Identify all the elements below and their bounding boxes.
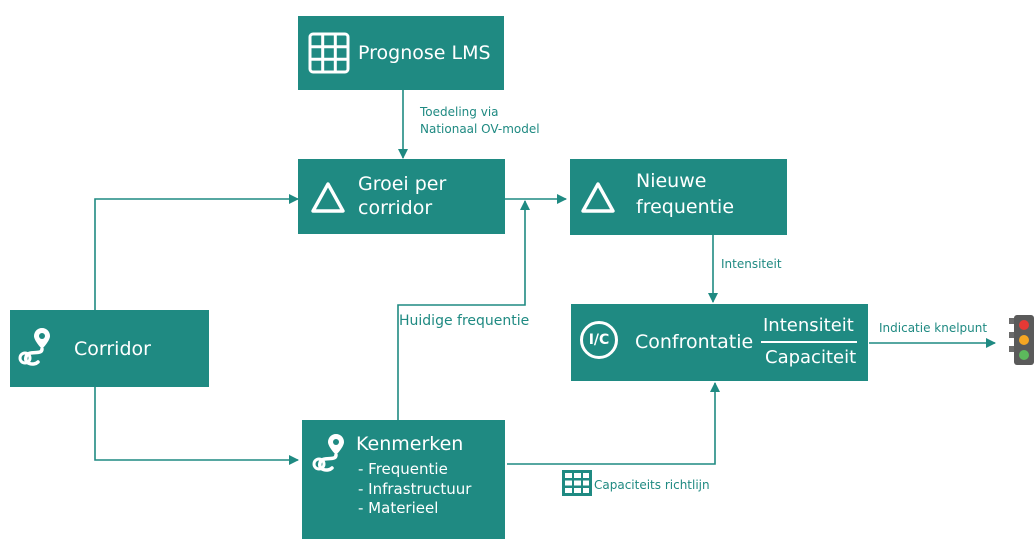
- grid-table-icon: [308, 32, 350, 74]
- triangle-delta-icon: [311, 182, 345, 213]
- traffic-light-icon: [1009, 315, 1034, 365]
- fraction-bar: [761, 341, 857, 343]
- edge-label-huidige-frequentie: Huidige frequentie: [399, 313, 530, 329]
- node-label-line2: frequentie: [636, 196, 735, 218]
- node-label-line1: Groei per: [358, 173, 447, 195]
- node-label: Prognose LMS: [358, 42, 491, 64]
- edge-label-intensiteit: Intensiteit: [721, 257, 782, 271]
- node-label: Corridor: [74, 338, 151, 360]
- i-c-badge-icon: I/C: [580, 321, 618, 359]
- edge-label-toedeling-1: Toedeling via: [420, 105, 499, 119]
- list-item: - Materieel: [358, 499, 439, 517]
- location-route-icon: [18, 328, 50, 366]
- edge-label-toedeling-2: Nationaal OV-model: [420, 122, 540, 136]
- location-route-icon: [312, 434, 344, 472]
- node-confrontatie: I/C Confrontatie Intensiteit Capaciteit: [571, 304, 868, 381]
- node-label-line2: corridor: [358, 197, 433, 219]
- node-groei-per-corridor: Groei per corridor: [298, 159, 505, 234]
- node-prognose-lms: Prognose LMS: [298, 16, 504, 90]
- node-corridor: Corridor: [10, 310, 209, 387]
- edge-label-indicatie-knelpunt: Indicatie knelpunt: [879, 321, 988, 335]
- edge-label-capaciteits-richtlijn: Capaciteits richtlijn: [594, 478, 710, 492]
- list-item: - Frequentie: [358, 460, 448, 478]
- list-item: - Infrastructuur: [358, 479, 472, 498]
- arrow-kenmerken-to-confrontatie: [507, 382, 720, 465]
- node-nieuwe-frequentie: Nieuwe frequentie: [570, 159, 787, 235]
- arrow-corridor-to-groei: [94, 194, 299, 310]
- triangle-delta-icon: [581, 182, 615, 213]
- table-icon: [562, 470, 592, 496]
- arrow-kenmerken-to-nieuwe: [397, 200, 530, 420]
- fraction-denominator: Capaciteit: [765, 347, 857, 368]
- node-label-line1: Nieuwe: [636, 170, 707, 192]
- node-title: Kenmerken: [356, 433, 464, 455]
- node-kenmerken: Kenmerken - Frequentie - Infrastructuur …: [302, 420, 505, 539]
- fraction-numerator: Intensiteit: [763, 315, 854, 336]
- node-label: Confrontatie: [635, 331, 754, 353]
- arrow-corridor-to-kenmerken: [94, 387, 299, 465]
